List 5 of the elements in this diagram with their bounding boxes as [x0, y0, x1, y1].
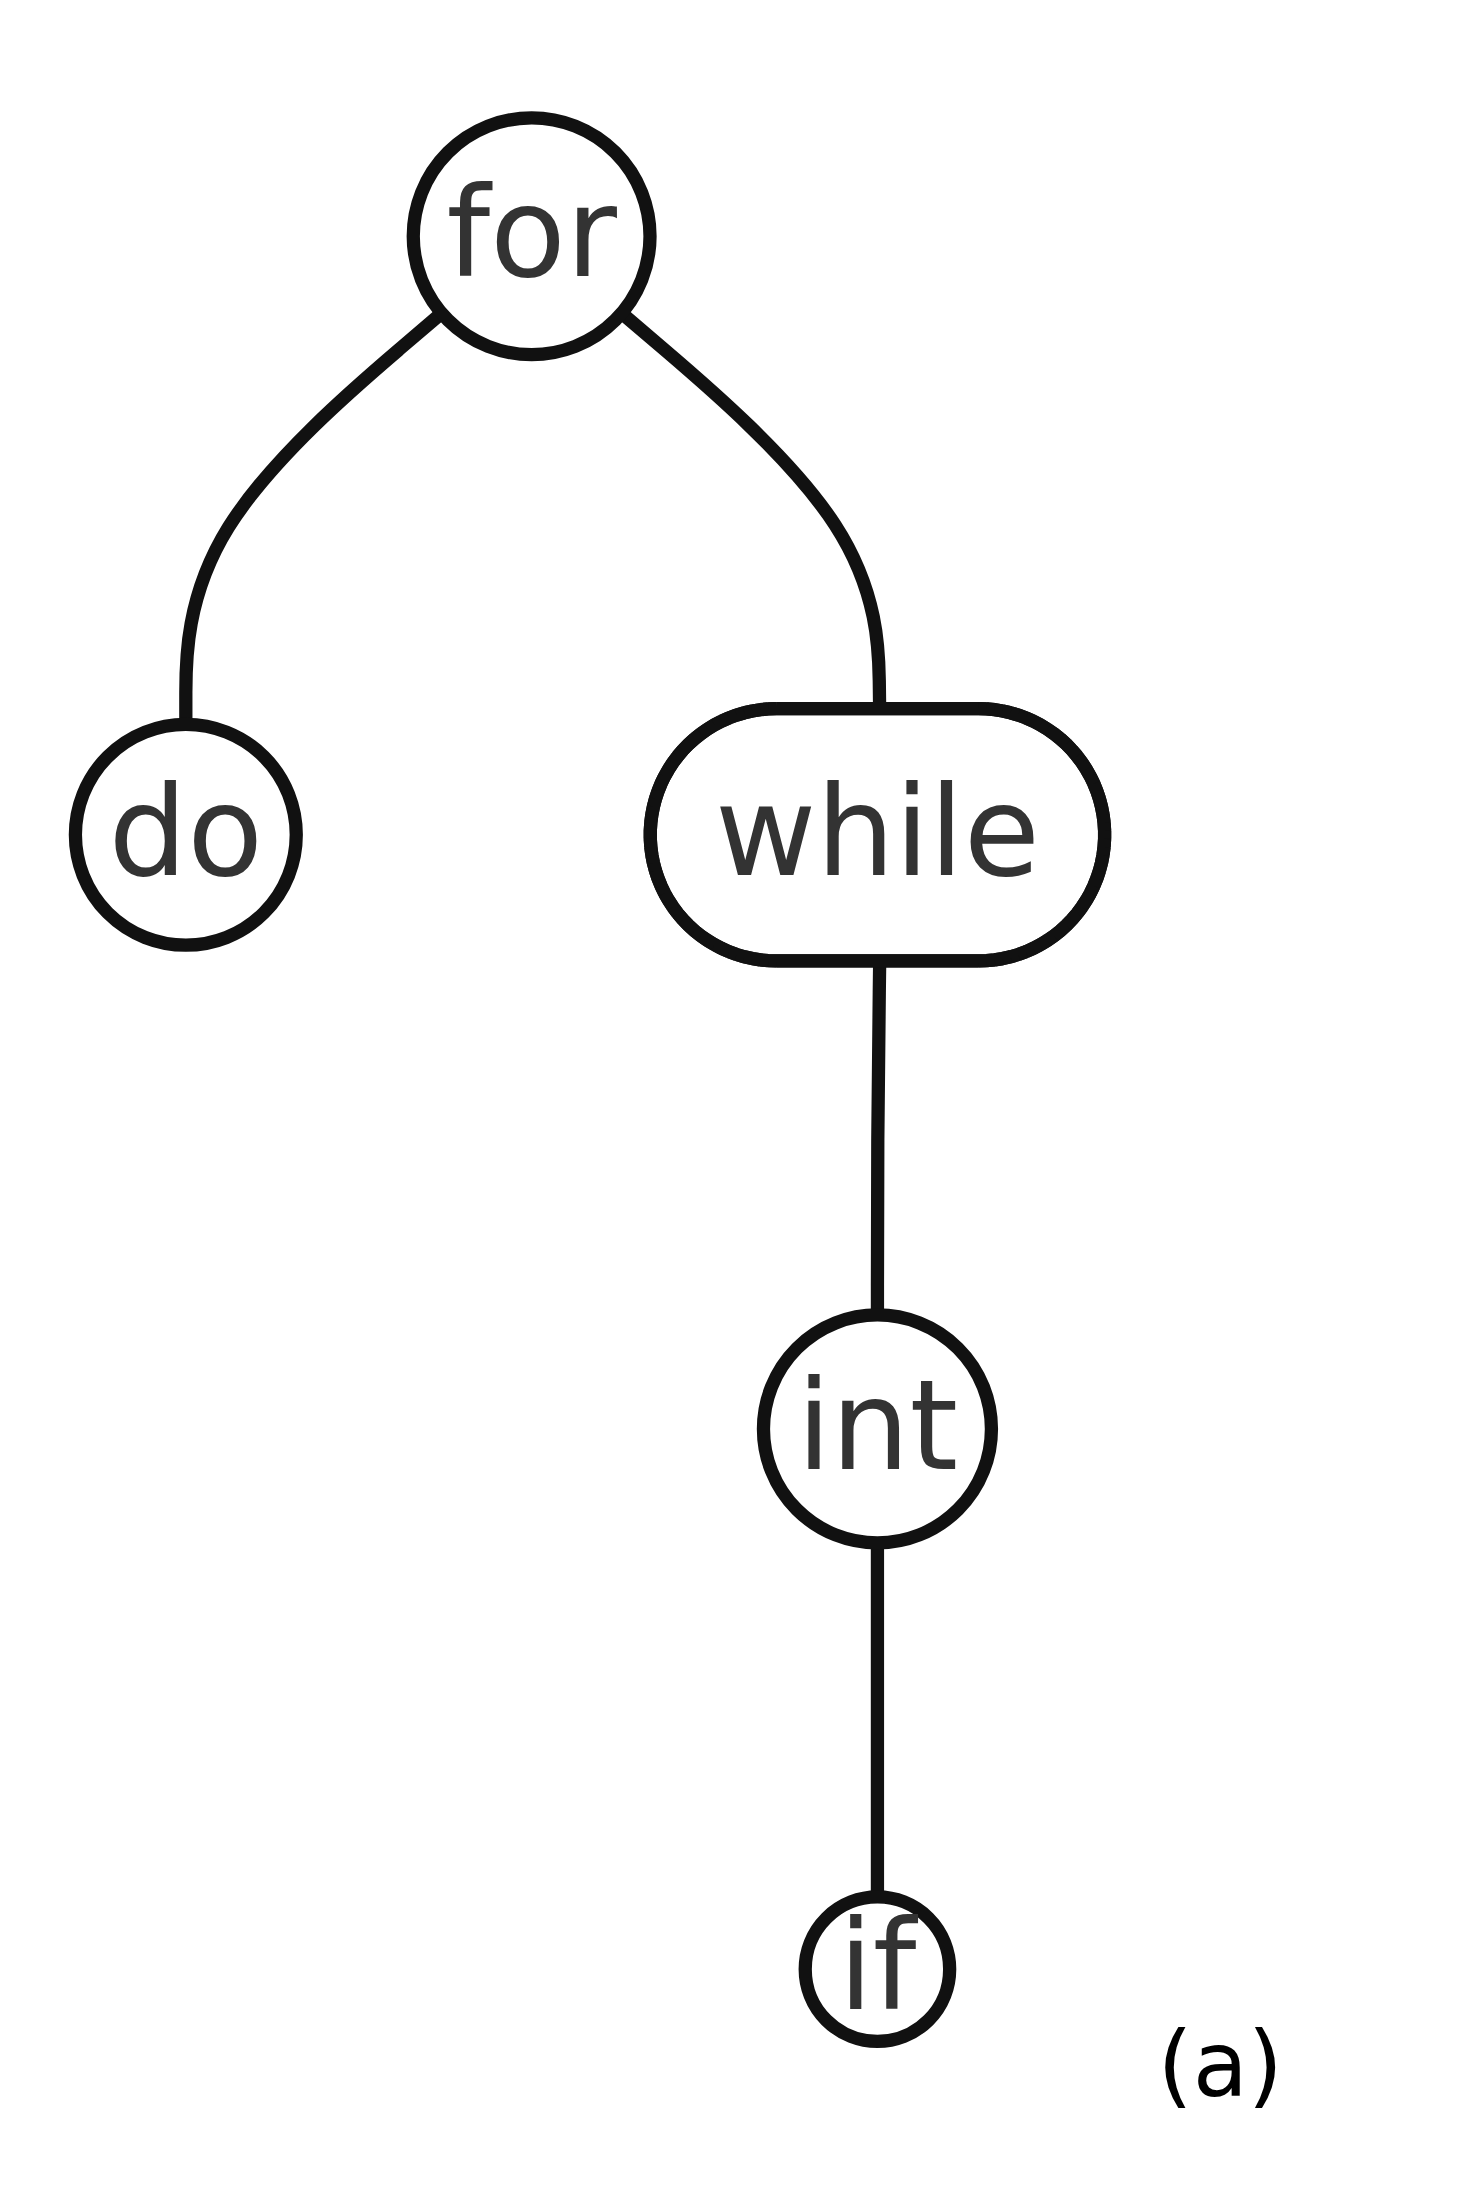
node-circle: do — [68, 717, 303, 952]
node-circle: for — [406, 111, 657, 362]
node-circle: int — [756, 1308, 999, 1550]
figure-label: (a) — [1157, 2012, 1283, 2117]
node-circle: if — [798, 1890, 957, 2049]
